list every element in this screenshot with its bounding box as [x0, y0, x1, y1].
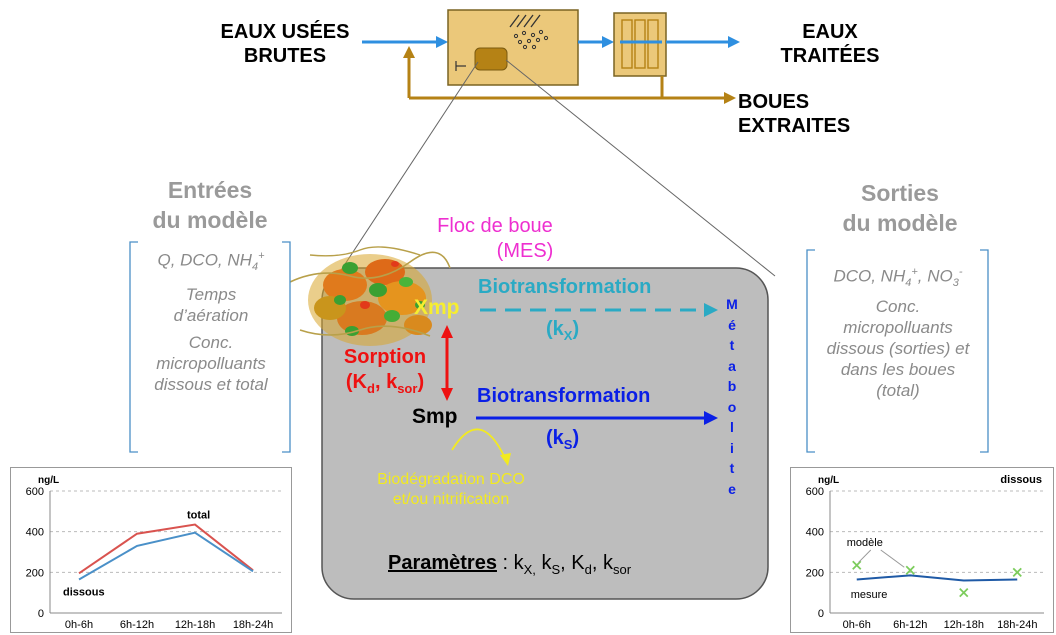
ks-label: (kS): [546, 427, 580, 452]
x-tick-label: 18h-24h: [997, 619, 1037, 631]
annotation-label: modèle: [847, 537, 883, 549]
y-tick-label: 200: [26, 567, 44, 579]
outputs-item-concentrations: Conc. micropolluants dissous (sorties) e…: [826, 297, 970, 401]
kx-label: (kX): [546, 318, 580, 343]
floc-label: Floc de boue (MES): [437, 215, 554, 262]
y-tick-label: 400: [26, 527, 44, 539]
outputs-item-quality: DCO, NH4+, NO3-: [833, 266, 963, 290]
zoom-line-right: [505, 59, 776, 277]
y-tick-label: 400: [806, 527, 824, 539]
marker-stroke: [1012, 567, 1022, 577]
x-tick-label: 12h-18h: [175, 619, 215, 631]
series-label: dissous: [63, 586, 105, 598]
sorption-params: (Kd, ksor): [345, 371, 425, 396]
y-tick-label: 600: [806, 486, 824, 498]
floc-block: [474, 47, 508, 71]
outputs-title: Sorties du modèle: [842, 180, 958, 236]
y-axis-label: ng/L: [818, 475, 839, 486]
inputs-item-aeration: Temps d’aération: [173, 285, 249, 326]
aeration-hatch: [509, 14, 541, 28]
sludge-floc-image: [289, 246, 451, 346]
biotransformation-x-label: Biotransformation: [478, 276, 652, 298]
sorption-label: Sorption (Kd, ksor): [334, 345, 436, 401]
inputs-bracket-left: [129, 241, 138, 453]
biodegradation-arrow: [451, 428, 506, 459]
series-line: [856, 574, 1018, 582]
membrane-modules: [621, 19, 659, 69]
y-tick-label: 600: [26, 486, 44, 498]
annotation-line: [858, 549, 872, 563]
series-line: [78, 523, 254, 575]
inputs-item-flows: Q, DCO, NH4+: [157, 250, 265, 274]
y-tick-label: 200: [806, 567, 824, 579]
output-chart: 0 200 400 600 0h-6h 6h-12h 12h-18h 18h-24h ng/L d…: [790, 467, 1054, 633]
series-label: total: [187, 510, 210, 522]
marker-stroke: [959, 588, 969, 598]
outputs-bracket-left: [806, 249, 815, 453]
outputs-bracket-right: [980, 249, 989, 453]
metabolite-label: M é t a b o l i t e: [726, 296, 738, 497]
chart-title: dissous: [1000, 474, 1042, 486]
y-tick-label: 0: [818, 608, 824, 620]
air-bubbles: [513, 29, 549, 50]
biotransformation-s-label: Biotransformation: [477, 385, 651, 407]
inputs-item-concentrations: Conc. micropolluants dissous et total: [154, 333, 268, 395]
parameters-label: Paramètres : kX, kS, Kd, ksor: [388, 552, 632, 577]
biodegradation-label: Biodégradation DCO et/ou nitrification: [377, 471, 525, 508]
data-point: [1012, 567, 1022, 577]
sludge-arrowhead: [724, 92, 736, 104]
process-flow-diagram: [362, 9, 740, 104]
inlet-label: EAUX USÉES BRUTES: [220, 21, 350, 67]
input-chart: 0 200 400 600 0h-6h 6h-12h 12h-18h 18h-24h ng/L t…: [10, 467, 292, 633]
x-tick-label: 6h-12h: [120, 619, 154, 631]
sludge-lines: [407, 56, 724, 100]
inputs-list: Q, DCO, NH4+ Temps d’aération Conc. micr…: [136, 246, 286, 395]
annotation-label: mesure: [851, 589, 888, 601]
y-axis-label: ng/L: [38, 475, 59, 486]
marker-stroke: [852, 560, 862, 570]
outputs-list: DCO, NH4+, NO3- Conc. micropolluants dis…: [812, 262, 984, 401]
annotation-line: [880, 549, 905, 568]
smp-label: Smp: [412, 405, 458, 428]
x-tick-label: 6h-12h: [893, 619, 927, 631]
xmp-label: Xmp: [414, 296, 460, 319]
marker-stroke: [905, 565, 915, 575]
inputs-bracket-right: [282, 241, 291, 453]
data-point: [959, 588, 969, 598]
x-tick-label: 12h-18h: [944, 619, 984, 631]
outlet-label: EAUX TRAITÉES: [780, 21, 880, 67]
data-point: [852, 560, 862, 570]
inputs-title: Entrées du modèle: [152, 177, 268, 233]
x-tick-label: 0h-6h: [65, 619, 93, 631]
x-tick-label: 0h-6h: [843, 619, 871, 631]
inlet-arrowhead: [436, 36, 448, 48]
data-point: [905, 565, 915, 575]
sludge-label: BOUES EXTRAITES: [738, 91, 851, 137]
y-tick-label: 0: [38, 608, 44, 620]
series-line: [78, 531, 254, 581]
model-box: [321, 267, 769, 600]
recirculation-arrowhead: [403, 46, 415, 58]
chart-frame: [790, 467, 1054, 633]
x-tick-label: 18h-24h: [233, 619, 273, 631]
chart-frame: [10, 467, 292, 633]
